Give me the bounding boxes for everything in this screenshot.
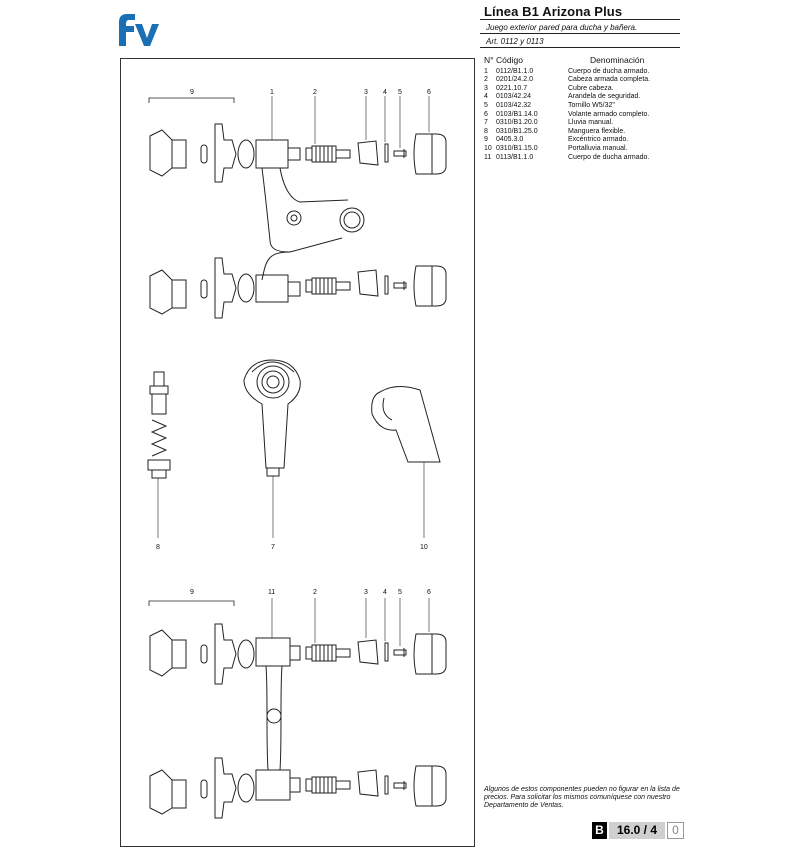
part-code: 0310/B1.25.0 [496,127,538,135]
parts-list-header: N° Código Denominación [484,56,682,65]
cartridge [305,145,351,163]
col-number-header: N° [484,55,494,65]
col-name-header: Denominación [590,55,645,65]
callout-number: 5 [398,589,402,596]
part-number: 10 [484,144,492,152]
header-rule-2 [480,33,680,34]
middle-assembly [147,359,441,538]
part-name: Cubre cabeza. [568,84,614,92]
callout-number: 6 [427,589,431,596]
part-code: 0310/B1.15.0 [496,144,538,152]
callout-number: 5 [398,89,402,96]
part-name: Tornillo W5/32" [568,101,615,109]
table-row: 3 0221.10.7 Cubre cabeza. [484,85,682,94]
part-name: Volante armado completo. [568,110,650,118]
table-row: 8 0310/B1.25.0 Manguera flexible. [484,128,682,137]
part-name: Lluvia manual. [568,119,614,127]
part-number: 11 [484,153,492,161]
callout-number: 3 [364,89,368,96]
cartridge [305,776,351,794]
table-row: 11 0113/B1.1.0 Cuerpo de ducha armado. [484,154,682,163]
cartridge [305,277,351,295]
part-name: Arandela de seguridad. [568,93,641,101]
header-rule-1 [480,19,680,20]
table-row: 2 0201/24.2.0 Cabeza armada completa. [484,76,682,85]
part-code: 0113/B1.1.0 [496,153,534,161]
callout-number: 3 [364,589,368,596]
part-code: 0103/42.32 [496,101,532,109]
part-number: 3 [484,84,488,92]
callout-number: 11 [268,589,275,596]
part-name: Portalluvia manual. [568,144,628,152]
top-assembly [148,96,447,319]
part-number: 8 [484,127,488,135]
callout-number: 8 [156,544,160,551]
shower-holder [371,386,441,463]
page-subtitle: Juego exterior pared para ducha y bañera… [486,23,638,32]
part-code: 0310/B1.20.0 [496,119,538,127]
table-row: 7 0310/B1.20.0 Lluvia manual. [484,119,682,128]
header-rule-3 [480,47,680,48]
part-code: 0103/B1.14.0 [496,110,538,118]
callout-number: 6 [427,89,431,96]
callout-number: 2 [313,89,317,96]
callout-number: 4 [383,589,387,596]
part-code: 0103/42.24 [496,93,532,101]
table-row: 10 0310/B1.15.0 Portalluvia manual. [484,145,682,154]
part-number: 9 [484,136,488,144]
part-name: Manguera flexible. [568,127,626,135]
eccentric-part [149,623,255,685]
fv-logo [119,14,159,46]
callout-number: 9 [190,89,194,96]
eccentric-part [149,757,255,819]
part-number: 6 [484,110,488,118]
table-row: 9 0405.3.0 Excéntrico armado. [484,136,682,145]
table-row: 6 0103/B1.14.0 Volante armado completo. [484,111,682,120]
cartridge [305,644,351,662]
part-number: 7 [484,119,488,127]
section-letter: B [592,822,607,839]
callout-number: 7 [271,544,275,551]
article-numbers: Art. 0112 y 0113 [486,37,544,46]
part-number: 5 [484,101,488,109]
table-row: 5 0103/42.32 Tornillo W5/32" [484,102,682,111]
revision-number: 0 [667,822,684,839]
callout-number: 10 [420,544,428,551]
flexible-hose [147,371,171,479]
eccentric-part [149,123,255,183]
part-number: 4 [484,93,488,101]
part-name: Cuerpo de ducha armado. [568,67,650,75]
part-code: 0201/24.2.0 [496,76,533,84]
callout-number: 9 [190,589,194,596]
callout-number: 1 [270,89,274,96]
eccentric-part [149,257,255,319]
part-code: 0112/B1.1.0 [496,67,534,75]
col-code-header: Código [496,55,523,65]
shower-body [255,139,365,303]
callout-number: 4 [383,89,387,96]
part-name: Cuerpo de ducha armado. [568,153,650,161]
page-badge: B 16.0 / 4 0 [592,822,684,839]
table-row: 4 0103/42.24 Arandela de seguridad. [484,93,682,102]
table-row: 1 0112/B1.1.0 Cuerpo de ducha armado. [484,68,682,77]
page-number: 16.0 / 4 [609,822,665,839]
part-name: Cabeza armada completa. [568,76,651,84]
exploded-view-frame [120,58,475,847]
hand-shower [243,359,301,477]
part-name: Excéntrico armado. [568,136,629,144]
part-number: 2 [484,76,488,84]
part-number: 1 [484,67,488,75]
shower-body [255,637,301,801]
bottom-assembly [148,598,447,819]
callout-number: 2 [313,589,317,596]
page-title: Línea B1 Arizona Plus [484,4,623,19]
part-code: 0405.3.0 [496,136,524,144]
part-code: 0221.10.7 [496,84,528,92]
price-list-note: Algunos de estos componentes pueden no f… [484,786,680,809]
